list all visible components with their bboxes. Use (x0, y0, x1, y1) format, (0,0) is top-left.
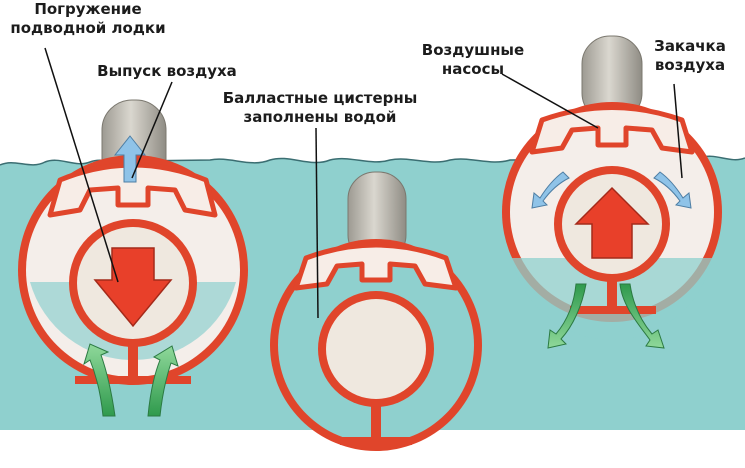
submarine-diving (18, 99, 248, 417)
air-out-arrow-icon (113, 135, 147, 183)
label-air-injection: Закачка воздуха (654, 37, 726, 74)
submarine-surfacing (502, 35, 722, 349)
water-in-arrow-left-icon (83, 343, 116, 417)
leader-lines (44, 47, 683, 319)
water-in-arrow-right-icon (147, 345, 179, 417)
air-in-arrow-left-icon (531, 171, 570, 209)
water-out-arrow-right-icon (619, 283, 665, 349)
up-arrow-icon (574, 186, 650, 259)
water-out-arrow-left-icon (547, 283, 587, 349)
label-air-release: Выпуск воздуха (97, 62, 237, 80)
submarine-submerged (270, 171, 482, 451)
label-submerge: Погружение подводной лодки (10, 0, 166, 37)
air-in-arrow-right-icon (653, 171, 692, 209)
label-air-pumps: Воздушные насосы (421, 41, 525, 78)
label-ballast-filled: Балластные цистерны заполнены водой (222, 89, 418, 126)
